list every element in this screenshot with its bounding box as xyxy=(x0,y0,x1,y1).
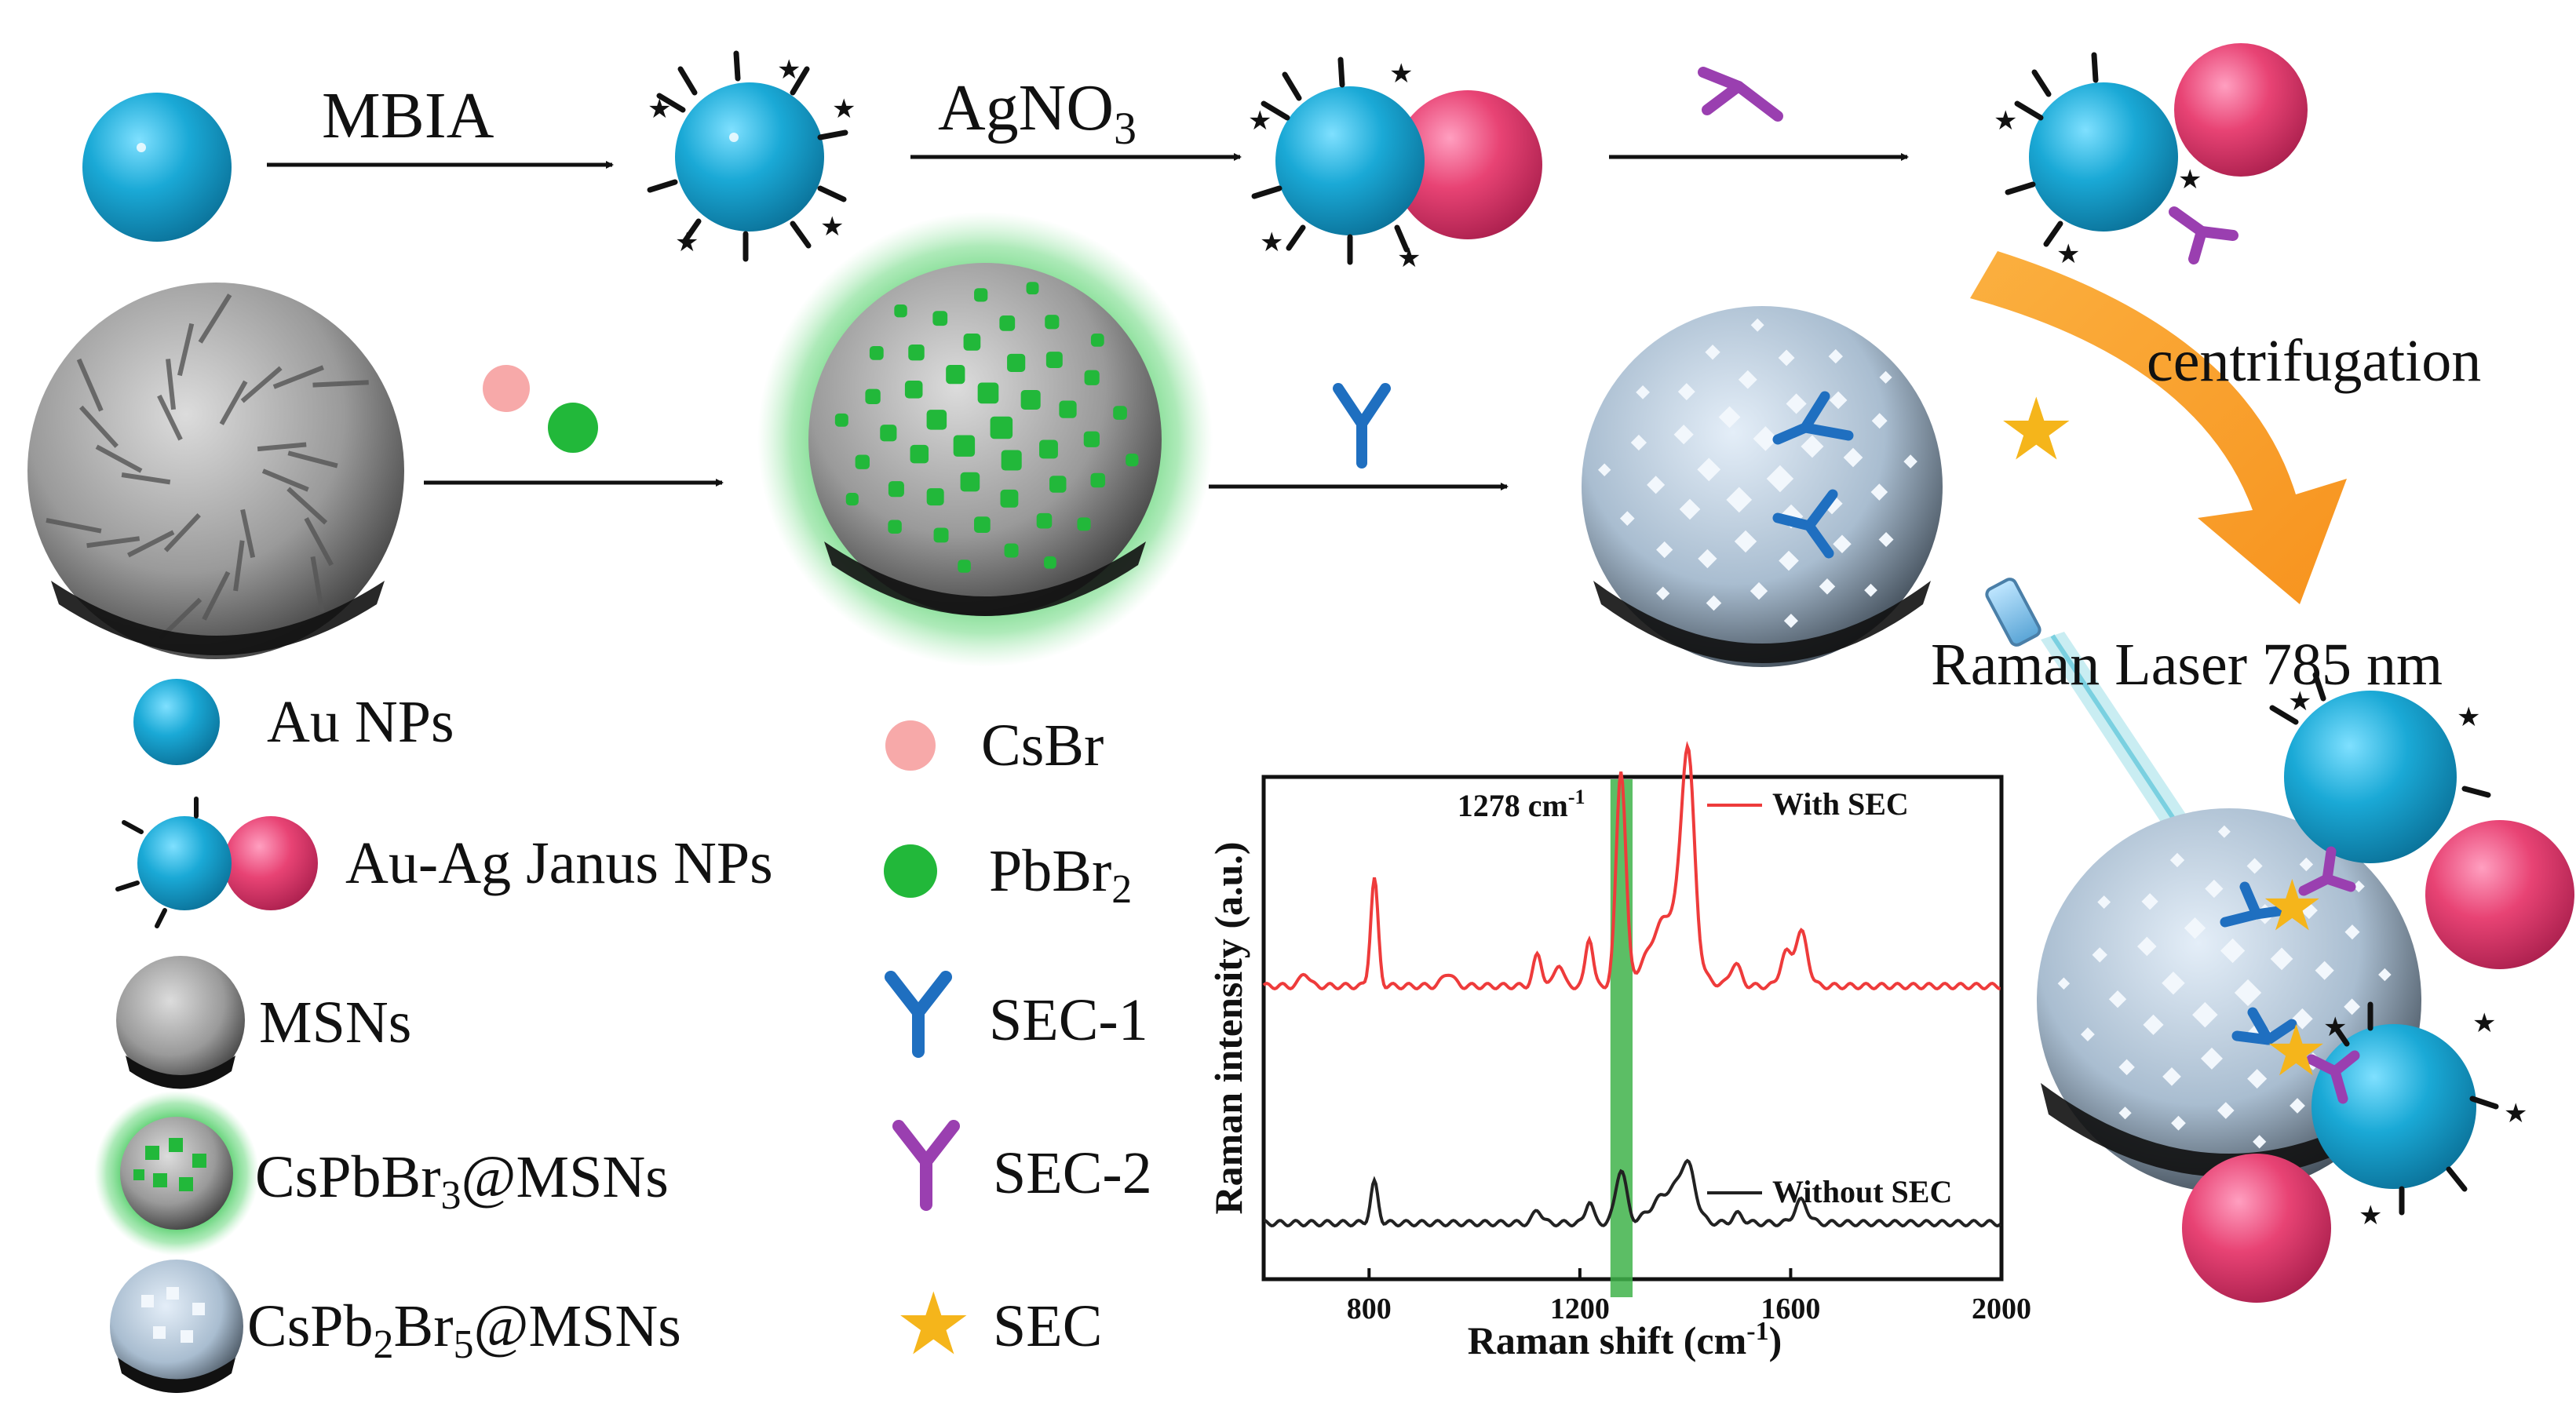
pbbr2-dot-middle xyxy=(548,403,598,453)
svg-text:★: ★ xyxy=(2457,703,2480,732)
svg-text:SEC-2: SEC-2 xyxy=(993,1140,1152,1206)
svg-text:★: ★ xyxy=(1389,60,1413,89)
legend-csbr: CsBr xyxy=(885,713,1104,778)
highlight-band xyxy=(1610,779,1633,1297)
series-line-with-sec xyxy=(1262,741,2001,991)
sec2-icon-top xyxy=(1698,67,1783,122)
legend-cspb2br5: CsPb2Br5@MSNs xyxy=(110,1260,681,1393)
legend-label: Without SEC xyxy=(1772,1174,1952,1209)
svg-text:PbBr2: PbBr2 xyxy=(989,838,1132,912)
svg-text:Au-Ag Janus NPs: Au-Ag Janus NPs xyxy=(345,830,773,896)
svg-text:SEC-1: SEC-1 xyxy=(989,987,1148,1053)
legend-sec: ★ SEC xyxy=(895,1277,1102,1373)
au-np-mbia: ★ ★ ★ ★ ★ xyxy=(647,50,856,262)
legend-sec1: SEC-1 xyxy=(885,971,1148,1058)
svg-text:★: ★ xyxy=(2504,1099,2527,1128)
svg-text:★: ★ xyxy=(2288,687,2311,716)
svg-text:★: ★ xyxy=(2056,240,2080,269)
x-tick-label: 1200 xyxy=(1550,1293,1610,1325)
svg-text:★: ★ xyxy=(820,213,844,242)
svg-text:CsBr: CsBr xyxy=(981,713,1104,778)
svg-text:★: ★ xyxy=(648,95,671,124)
cspb2br5-msn-particle xyxy=(1582,306,1943,667)
x-tick-label: 2000 xyxy=(1972,1293,2031,1325)
svg-text:CsPb2Br5@MSNs: CsPb2Br5@MSNs xyxy=(247,1293,681,1367)
svg-text:★: ★ xyxy=(2260,868,2324,946)
centrifugation-label: centrifugation xyxy=(2147,328,2481,394)
au-np-start xyxy=(82,93,232,242)
step-label-agno3: AgNO3 xyxy=(938,71,1137,154)
svg-text:★: ★ xyxy=(2178,166,2202,195)
cspbbr3-msn-particle xyxy=(757,212,1213,667)
step-label-mbia: MBIA xyxy=(322,79,494,152)
raman-spectrum-chart: 800 1200 1600 2000 1278 cm-1 With SEC Withou… xyxy=(1206,741,2031,1362)
legend-label: With SEC xyxy=(1772,786,1909,822)
sec1-icon-middle xyxy=(1333,383,1391,469)
svg-text:★: ★ xyxy=(675,228,699,257)
svg-text:★: ★ xyxy=(1998,382,2075,478)
janus-np: ★ ★ ★ ★ xyxy=(1248,57,1542,273)
svg-text:★: ★ xyxy=(895,1277,972,1373)
legend: Au NPs Au-Ag Janus NPs MSNs CsPbBr3@MSNs xyxy=(94,679,1152,1393)
laser-label: Raman Laser 785 nm xyxy=(1931,632,2443,698)
svg-text:CsPbBr3@MSNs: CsPbBr3@MSNs xyxy=(255,1144,669,1218)
series-line-without-sec xyxy=(1263,1158,2001,1228)
svg-text:★: ★ xyxy=(777,56,801,85)
svg-text:★: ★ xyxy=(2472,1009,2496,1038)
x-tick-label: 1600 xyxy=(1761,1293,1820,1325)
svg-text:★: ★ xyxy=(1260,228,1283,257)
msn-particle xyxy=(27,283,404,659)
svg-text:★: ★ xyxy=(2323,1013,2347,1042)
janus-np-sec2: ★ ★ ★ xyxy=(1994,43,2308,269)
legend-cspbbr3: CsPbBr3@MSNs xyxy=(94,1091,669,1256)
legend-sec2: SEC-2 xyxy=(892,1120,1152,1211)
y-axis-label: Raman intensity (a.u.) xyxy=(1206,841,1250,1214)
legend-msns: MSNs xyxy=(116,956,411,1089)
centrifugation-arrow xyxy=(1970,251,2347,604)
sec-star-middle: ★ xyxy=(1998,382,2075,478)
csbr-dot-middle xyxy=(483,365,530,412)
peak-annotation: 1278 cm-1 xyxy=(1458,786,1585,823)
legend-pbbr2: PbBr2 xyxy=(884,838,1132,912)
legend-au-nps: Au NPs xyxy=(133,679,454,765)
x-axis-label: Raman shift (cm-1) xyxy=(1468,1317,1782,1362)
svg-text:★: ★ xyxy=(1248,107,1272,136)
svg-text:★: ★ xyxy=(1397,244,1421,273)
svg-text:★: ★ xyxy=(2359,1201,2382,1231)
svg-text:★: ★ xyxy=(1994,107,2017,136)
svg-text:MSNs: MSNs xyxy=(259,990,411,1056)
legend-janus: Au-Ag Janus NPs xyxy=(115,797,773,928)
svg-text:Au NPs: Au NPs xyxy=(267,689,454,755)
svg-text:SEC: SEC xyxy=(993,1293,1102,1359)
sandwich-complex: ★★★ ★★★ ★ ★ xyxy=(2037,672,2574,1303)
svg-text:★: ★ xyxy=(832,95,856,124)
svg-text:★: ★ xyxy=(2264,1013,2328,1091)
x-tick-label: 800 xyxy=(1347,1293,1392,1325)
